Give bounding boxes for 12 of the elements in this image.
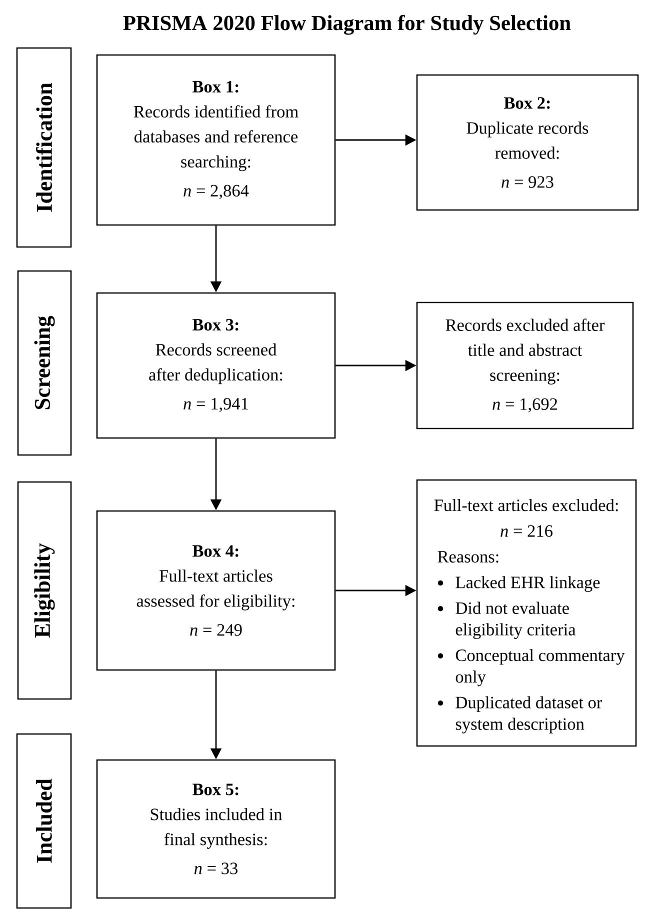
process-box: Box 3: Records screened after deduplication: n = 1,941: [96, 292, 336, 439]
exclusion-box: Full-text articles excluded: n = 216 Reasons: Lacked EHR linkage Did not evaluate eligibility criteria Conceptual commentary only Duplicated dataset or system description: [416, 479, 637, 747]
stage-label: Screening: [17, 270, 72, 456]
process-box: Box 5: Studies included in final synthesis: n = 33: [96, 759, 336, 899]
process-box: Box 1: Records identified from databases and reference searching: n = 2,864: [96, 54, 336, 226]
exclusion-box: Records excluded after title and abstract screening: n = 1,692: [416, 302, 634, 430]
process-box: Box 4: Full-text articles assessed for eligibility: n = 249: [96, 510, 336, 671]
exclusion-box: Box 2: Duplicate records removed: n = 923: [416, 74, 639, 211]
stage-label: Eligibility: [17, 481, 72, 700]
stage-label: Identification: [16, 47, 72, 248]
stage-label: Included: [16, 733, 72, 909]
title: PRISMA 2020 Flow Diagram for Study Selection: [123, 14, 571, 35]
